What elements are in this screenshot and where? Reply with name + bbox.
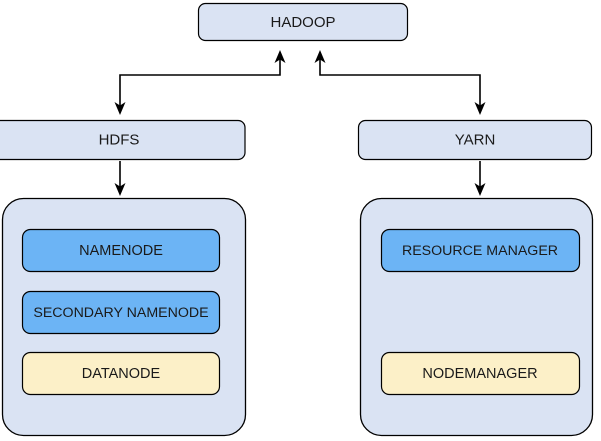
node-yarn-box [357, 119, 593, 161]
node-datanode[interactable]: DATANODE [21, 351, 221, 396]
node-hdfs[interactable]: HDFS [0, 119, 246, 161]
node-nodemanager[interactable]: NODEMANAGER [380, 351, 581, 396]
node-namenode[interactable]: NAMENODE [21, 228, 221, 273]
node-secondary-namenode[interactable]: SECONDARY NAMENODE [21, 290, 221, 335]
node-namenode-label: NAMENODE [79, 243, 163, 259]
node-hadoop[interactable]: HADOOP [197, 2, 409, 42]
node-resource-manager-box [380, 228, 581, 273]
arrowhead-up-hadoop-left [274, 50, 286, 63]
arrowhead-down-yarn-container [474, 183, 486, 196]
arrowhead-up-hadoop-right [314, 50, 326, 63]
node-datanode-label: DATANODE [82, 366, 161, 382]
node-namenode-box [21, 228, 221, 273]
node-hdfs-box [0, 119, 246, 161]
connector-hdfs-hadoop [114, 50, 286, 115]
node-yarn[interactable]: YARN [357, 119, 593, 161]
connector-yarn-container [474, 161, 486, 196]
connector-yarn-hadoop [314, 50, 486, 115]
node-resource-manager[interactable]: RESOURCE MANAGER [380, 228, 581, 273]
arrowhead-down-hdfs-container [114, 183, 126, 196]
node-secondary-namenode-box [21, 290, 221, 335]
node-yarn-label: YARN [455, 131, 496, 148]
arrowhead-down-yarn [474, 102, 486, 115]
node-datanode-box [21, 351, 221, 396]
container-yarn: RESOURCE MANAGER NODEMANAGER [359, 197, 594, 437]
connector-hdfs-container [114, 161, 126, 196]
node-nodemanager-box [380, 351, 581, 396]
connector-group [114, 50, 486, 196]
container-hdfs: NAMENODE SECONDARY NAMENODE DATANODE [1, 197, 247, 437]
node-resource-manager-label: RESOURCE MANAGER [402, 243, 558, 259]
node-hdfs-label: HDFS [99, 131, 140, 148]
node-hadoop-box [197, 2, 409, 42]
arrowhead-down-hdfs [114, 102, 126, 115]
node-secondary-namenode-label: SECONDARY NAMENODE [33, 305, 208, 321]
node-nodemanager-label: NODEMANAGER [422, 366, 537, 382]
node-hadoop-label: HADOOP [270, 14, 335, 31]
